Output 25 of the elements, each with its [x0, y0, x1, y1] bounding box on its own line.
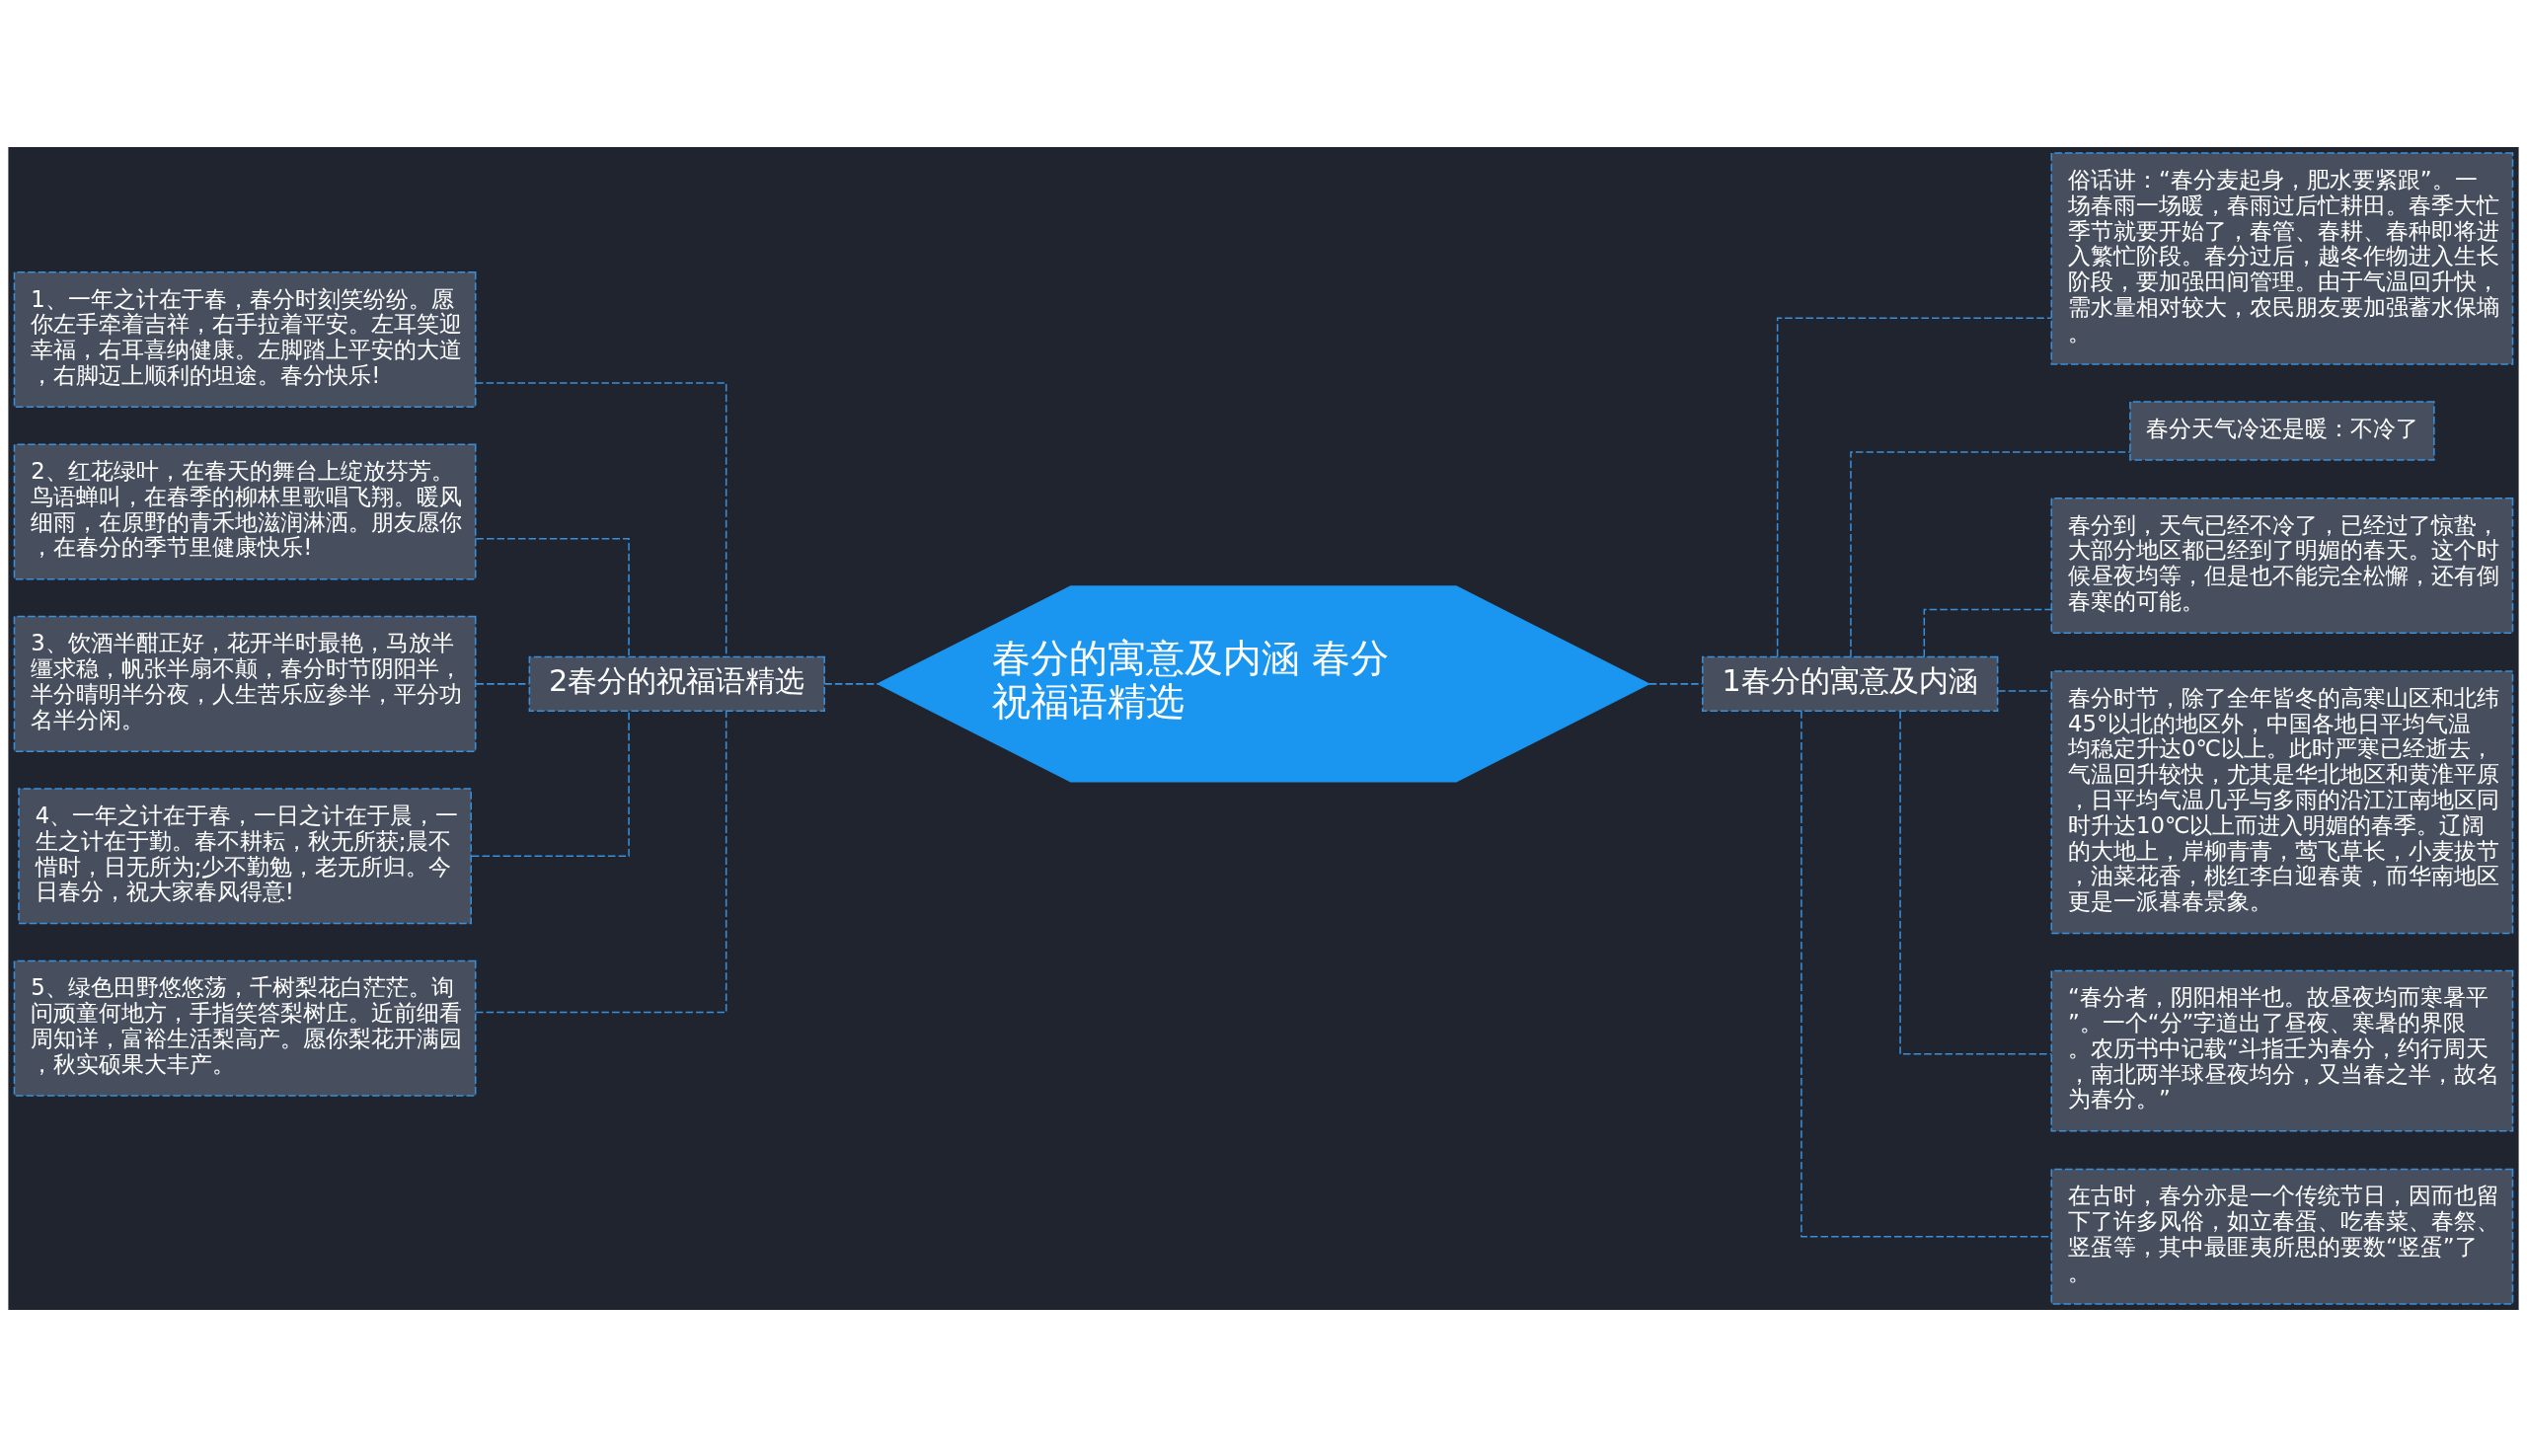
connector: [1776, 317, 2052, 657]
node-box: 4、一年之计在于春，一日之计在于晨，一生之计在于勤。春不耕耘，秋无所获;晨不惜时，日无所为;少不勤勉，老无所归。今日春分，祝大家春风得意!: [18, 787, 472, 924]
node-box: 1、一年之计在于春，春分时刻笑纷纷。愿你左手牵着吉祥，右手拉着平安。左耳笑迎幸福，右耳喜纳健康。左脚踏上平安的大道，右脚迈上顺利的坦途。春分快乐!: [13, 270, 477, 408]
node-box: 俗话讲：“春分麦起身，肥水要紧跟”。一场春雨一场暖，春雨过后忙耕田。春季大忙季节就要开始了，春管、春耕、春种即将进入繁忙阶段。春分过后，越冬作物进入生长阶段，要加强田间管理。由于气温回升快，需水量相对较大，农民朋友要加强蓄水保墒。: [2050, 151, 2514, 365]
connector: [1997, 689, 2052, 692]
connector: [475, 537, 630, 657]
node-box: 春分到，天气已经不冷了，已经过了惊蛰，大部分地区都已经到了明媚的春天。这个时候昼夜均等，但是也不能完全松懈，还有倒春寒的可能。: [2050, 497, 2514, 634]
connector: [1850, 450, 2131, 657]
node-box: 春分时节，除了全年皆冬的高寒山区和北纬45°以北的地区外，中国各地日平均气温均稳定升达0℃以上。此时严寒已经逝去，气温回升较快，尤其是华北地区和黄淮平原，日平均气温几乎与多雨的沿江江南地区同时升达10℃以上而进入明媚的春季。辽阔的大地上，岸柳青青，莺飞草长，小麦拔节，油菜花香，桃红李白迎春黄，而华南地区更是一派暮春景象。: [2050, 669, 2514, 934]
connector: [1923, 608, 2052, 657]
connector: [1899, 710, 2052, 1055]
node-box: 在古时，春分亦是一个传统节日，因而也留下了许多风俗，如立春蛋、吃春菜、春祭、竖蛋等，其中最匪夷所思的要数“竖蛋”了。: [2050, 1168, 2514, 1305]
node-box: 春分天气冷还是暖：不冷了: [2129, 400, 2435, 461]
node-box: “春分者，阴阳相半也。故昼夜均而寒暑平”。一个“分”字道出了昼夜、寒暑的界限。农历书中记载“斗指壬为春分，约行周天，南北两半球昼夜均分，又当春之半，故名为春分。”: [2050, 969, 2514, 1131]
connector: [475, 682, 530, 685]
node-box: 2、红花绿叶，在春天的舞台上绽放芬芳。鸟语蝉叫，在春季的柳林里歌唱飞翔。暖风细雨，在原野的青禾地滋润淋洒。朋友愿你，在春分的季节里健康快乐!: [13, 442, 477, 579]
node-box: 2春分的祝福语精选: [528, 655, 825, 712]
connector: [475, 381, 727, 657]
node-box: 5、绿色田野悠悠荡，千树梨花白茫茫。询问顽童何地方，手指笑答梨树庄。近前细看周知详，富裕生活梨高产。愿你梨花开满园，秋实硕果大丰产。: [13, 959, 477, 1097]
connector: [471, 710, 630, 857]
node-box: 1春分的寓意及内涵: [1702, 655, 1999, 712]
connector: [475, 710, 727, 1013]
node-box: 3、饮酒半酣正好，花开半时最艳，马放半缰求稳，帆张半扇不颠，春分时节阴阳半，半分晴明半分夜，人生苦乐应参半，平分功名半分闲。: [13, 615, 477, 752]
connector: [823, 682, 880, 685]
connector: [1800, 710, 2052, 1237]
